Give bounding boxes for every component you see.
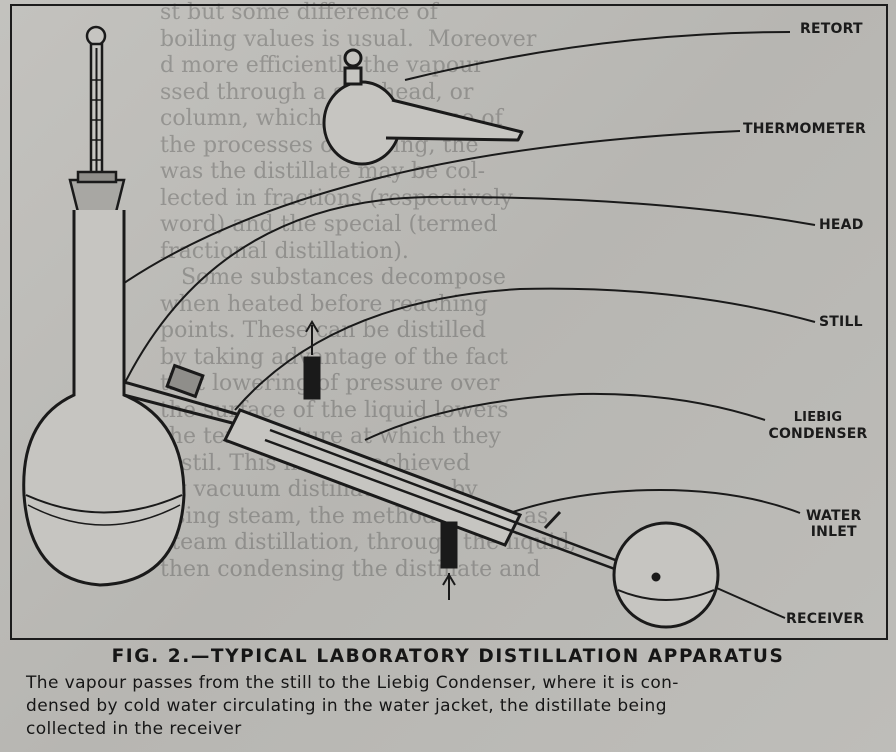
bleed-through-line: when heated before reaching — [160, 291, 488, 317]
label-thermometer: THERMOMETER — [743, 121, 867, 137]
leader-line-still — [234, 287, 816, 411]
label-liebig-line1: LIEBIG — [793, 410, 843, 425]
leader-line-liebig — [364, 392, 766, 441]
label-water-inlet: WATER INLET — [806, 508, 861, 540]
label-retort: RETORT — [800, 21, 863, 37]
bleed-through-line: was the distillate may be col- — [160, 159, 486, 184]
figure-caption-text: The vapour passes from the still to the … — [26, 672, 886, 741]
bleed-through-line: d more efficiently the vapour — [160, 53, 484, 78]
leader-line-retort — [404, 31, 791, 81]
leader-line-thermometer — [99, 130, 741, 301]
caption-line: The vapour passes from the still to the … — [26, 673, 679, 693]
label-still: STILL — [819, 314, 863, 330]
label-liebig-condenser: LIEBIG CONDENSER — [768, 410, 868, 442]
label-head: HEAD — [819, 217, 864, 233]
label-liebig-line2: CONDENSER — [768, 426, 868, 442]
figure-frame — [10, 4, 888, 640]
figure-caption-title: FIG. 2.—TYPICAL LABORATORY DISTILLATION … — [111, 646, 785, 667]
leader-line-water-inlet — [477, 488, 801, 526]
caption-line: collected in the receiver — [26, 719, 242, 739]
caption-line: densed by cold water circulating in the … — [26, 696, 667, 716]
label-receiver: RECEIVER — [786, 611, 865, 627]
still-flask — [22, 210, 186, 587]
cork-stopper — [68, 170, 126, 214]
retort — [322, 48, 524, 166]
liebig-condenser — [123, 320, 656, 600]
bleed-through-line: points. These can be distilled — [160, 318, 486, 343]
receiver-flask — [543, 510, 720, 629]
leader-line-head — [94, 195, 816, 456]
bleed-through-line: boiling values is usual. Moreover — [160, 26, 537, 52]
label-water-line1: WATER — [806, 508, 862, 524]
bleed-through-line: by taking advantage of the fact — [160, 344, 508, 370]
bleed-through-line: Some substances decompose — [160, 265, 506, 290]
label-water-line2: INLET — [810, 524, 857, 540]
